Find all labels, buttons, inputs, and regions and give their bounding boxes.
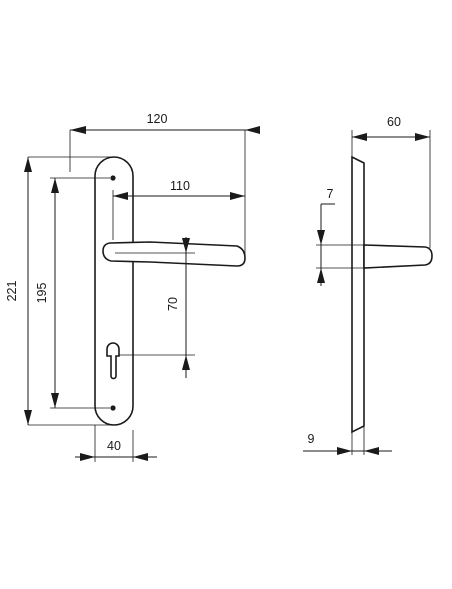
arrow-70-bottom (182, 355, 190, 370)
arrow-40-left (80, 453, 95, 461)
arrow-9-left (337, 447, 352, 455)
side-view: 60 7 9 (303, 115, 433, 455)
dim-handle-length: 110 (170, 179, 190, 193)
dim-projection: 60 (387, 115, 401, 129)
arrow-110-right (230, 192, 245, 200)
arrow-221-top (24, 157, 32, 172)
arrow-195-bottom (51, 393, 59, 408)
arrow-60-left (352, 133, 367, 141)
dim-plate-height: 221 (5, 281, 19, 302)
handle-side-profile (363, 244, 433, 269)
cylinder-cutout (106, 342, 120, 380)
dim-plate-thickness: 9 (308, 432, 315, 446)
lever-handle (102, 241, 246, 267)
dim-handle-thickness: 7 (327, 187, 334, 201)
arrow-70-top (182, 238, 190, 253)
arrow-195-top (51, 178, 59, 193)
arrow-110-left (113, 192, 128, 200)
top-screw-hole (110, 175, 116, 181)
dim-fixing-centres: 195 (35, 283, 49, 304)
front-view: 120 110 221 195 70 40 (5, 112, 260, 462)
arrow-120-right (245, 126, 260, 134)
arrow-7-bottom (317, 268, 325, 283)
dim-handle-to-cylinder: 70 (166, 297, 180, 311)
arrow-7-top (317, 230, 325, 245)
dim-plate-width: 40 (107, 439, 121, 453)
plate-section (351, 155, 365, 434)
arrow-221-bottom (24, 410, 32, 425)
arrow-120-left (70, 126, 86, 134)
arrow-60-right (415, 133, 430, 141)
bottom-screw-hole (110, 405, 116, 411)
backplate (94, 156, 134, 426)
arrow-40-right (133, 453, 148, 461)
arrow-9-right (364, 447, 379, 455)
dim-overall-width: 120 (147, 112, 168, 126)
